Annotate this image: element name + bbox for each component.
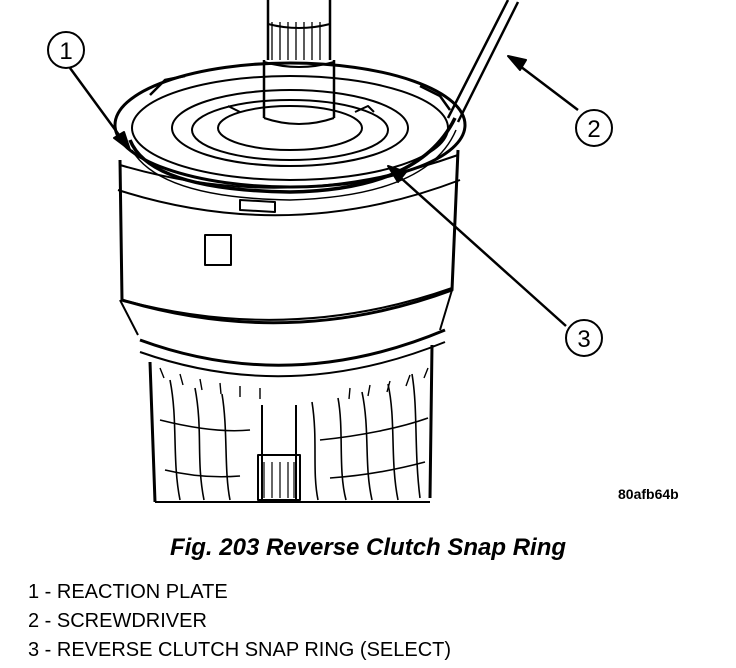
figure-reference-code: 80afb64b: [618, 486, 679, 502]
legend-item: 1 - REACTION PLATE: [28, 581, 228, 603]
leader-1: [68, 67, 132, 151]
leader-3: [387, 165, 567, 327]
reaction-plate: [113, 61, 467, 213]
leader-2: [507, 55, 579, 111]
legend: 1 - REACTION PLATE 2 - SCREWDRIVER 3 - R…: [28, 578, 451, 665]
legend-item: 2 - SCREWDRIVER: [28, 610, 207, 632]
callout-1: 1: [47, 31, 85, 69]
input-shaft: [262, 0, 336, 125]
screwdriver: [446, 0, 520, 123]
callout-2-number: 2: [587, 116, 600, 143]
legend-item: 3 - REVERSE CLUTCH SNAP RING (SELECT): [28, 639, 452, 661]
callout-2: 2: [575, 109, 613, 147]
clutch-drum: [117, 149, 461, 336]
callout-3: 3: [565, 319, 603, 357]
callout-1-number: 1: [59, 38, 72, 65]
reverse-clutch-snap-ring: [128, 117, 457, 201]
figure-caption: Fig. 203 Reverse Clutch Snap Ring: [169, 534, 567, 561]
transmission-illustration: 1 2 3: [47, 0, 613, 503]
callout-3-number: 3: [577, 326, 590, 353]
clutch-pack: [139, 328, 446, 503]
